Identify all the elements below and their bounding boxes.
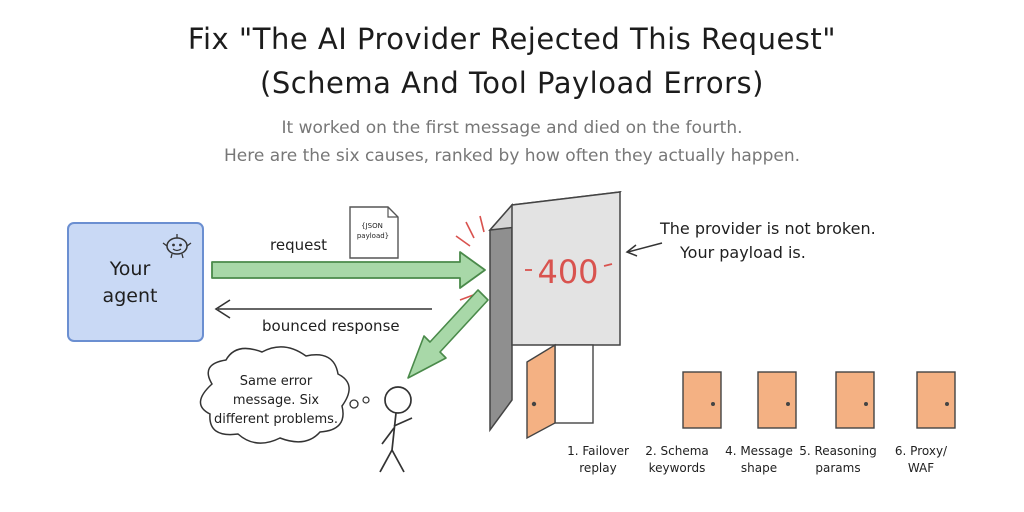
thought-line-1: Same error [240,374,313,389]
door-3-closed [757,371,797,429]
payload-document-icon: {JSON payload} [349,206,399,259]
wall-note-line-1: The provider is not broken. [659,219,876,238]
cause-label-1-line-1: 1. Failover [567,444,629,458]
page-title-line-1: Fix "The AI Provider Rejected This Reque… [187,22,837,56]
cause-label-3-line-1: 4. Message [725,444,793,458]
bounced-label: bounced response [262,317,400,335]
stick-figure-person [379,386,413,473]
cause-label-1-line-2: replay [579,461,616,475]
page-title-line-2: (Schema And Tool Payload Errors) [260,66,764,100]
cause-label-2-line-1: 2. Schema [645,444,709,458]
door-5-closed [916,371,956,429]
thought-bubble: Same error message. Six different proble… [199,346,370,444]
door-1-open [526,343,594,440]
cause-label-2-line-2: keywords [649,461,706,475]
wall-note-arrow [625,242,663,257]
cause-label-3-line-2: shape [741,461,777,475]
deflect-arrow [407,289,489,379]
cause-label-5-line-1: 6. Proxy/ [895,444,948,458]
robot-icon [162,234,192,259]
cause-doors: 1. Failover replay 2. Schema keywords 4. Mes… [526,343,956,475]
thought-line-3: different problems. [214,412,338,427]
agent-label-line-1: Your [109,258,151,280]
provider-wall: 400 [488,191,622,433]
subtitle-line-2: Here are the six causes, ranked by how o… [224,146,800,166]
cause-label-5-line-2: WAF [908,461,934,475]
payload-doc-line-2: payload} [357,232,389,240]
wall-note-line-2: Your payload is. [679,243,806,262]
subtitle-line-1: It worked on the first message and died … [281,118,743,138]
request-label: request [270,236,327,254]
agent-box: Your agent [67,222,204,342]
thought-line-2: message. Six [233,393,320,408]
cause-label-4-line-2: params [815,461,860,475]
cause-label-4-line-1: 5. Reasoning [799,444,877,458]
door-4-closed [835,371,875,429]
payload-doc-line-1: {JSON [361,222,383,230]
door-2-closed [682,371,722,429]
agent-label-line-2: agent [103,285,158,307]
request-arrow [211,251,486,289]
bounced-arrow [214,299,432,319]
error-code-400: 400 [537,253,598,291]
